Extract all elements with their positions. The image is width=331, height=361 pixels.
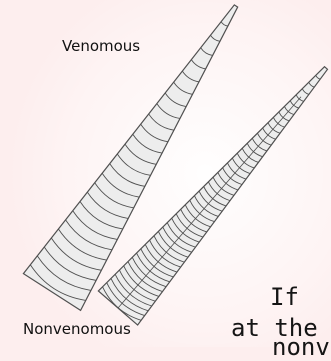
caption-line-1: If [270, 283, 299, 311]
caption-line-3: nonve [272, 333, 331, 361]
venomous-label: Venomous [62, 37, 140, 55]
nonvenomous-label: Nonvenomous [23, 320, 131, 338]
